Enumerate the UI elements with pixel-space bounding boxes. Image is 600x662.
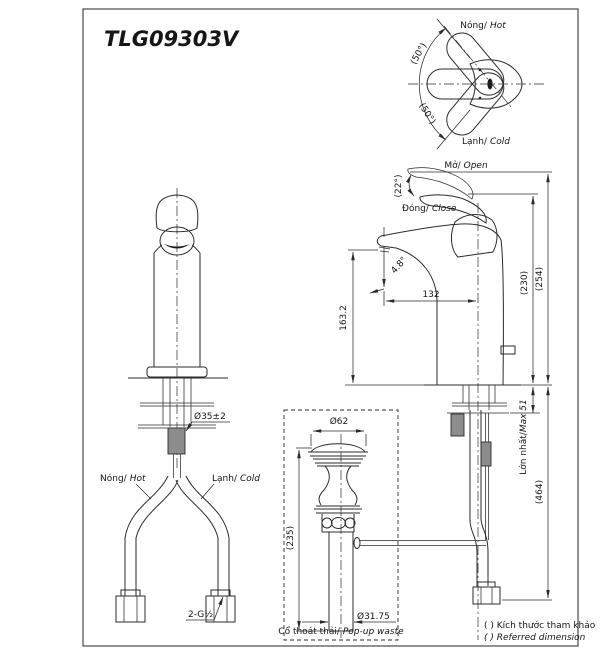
- supply-hoses-front: [115, 475, 236, 623]
- dim-max51: Lớn nhất/Max 51: [510, 386, 540, 475]
- handle-knob: [155, 194, 199, 233]
- pivot-mark-top: [478, 68, 482, 72]
- svg-text:163.2: 163.2: [339, 305, 349, 331]
- water-stream: [369, 227, 386, 294]
- rod-ball: [353, 537, 361, 549]
- hot-leader: [135, 483, 152, 500]
- top-view-hot-label: Nóng/Hot: [460, 20, 506, 31]
- popup-dashed-border: [283, 409, 399, 641]
- rod-clip: [480, 441, 492, 467]
- svg-text:(464): (464): [535, 480, 545, 504]
- svg-text:Ø62: Ø62: [330, 416, 349, 427]
- cold-leader: [200, 483, 215, 500]
- mounting-nut-side: [450, 413, 465, 437]
- handle-closed: [419, 194, 487, 224]
- rotation-arc: [418, 27, 447, 141]
- plug-dome: [310, 443, 366, 453]
- dim-235: (235): [286, 447, 326, 632]
- side-view: Mở/Open Đóng/Close (22°) 4.8° 132 163.2: [339, 160, 552, 640]
- faucet-front-outline: [128, 194, 228, 478]
- top-view-centerline-diag: [443, 25, 512, 108]
- handle-angle-label: (22°): [394, 175, 404, 198]
- shank-cylinder: [167, 427, 186, 455]
- top-view: Nóng/Hot Lạnh/Cold (50°) (50°): [408, 18, 546, 150]
- dim-254: (254): [410, 171, 552, 386]
- hot-hose: [124, 475, 179, 596]
- side-view-below-deck: [424, 384, 521, 605]
- dim-3175: Ø31.75: [302, 611, 396, 624]
- overflow-hole-right: [344, 517, 356, 529]
- open-label: Mở/Open: [444, 160, 488, 171]
- spout-opening: [164, 244, 190, 249]
- note-line1: ( ) Kích thước tham khảo: [484, 620, 596, 631]
- lift-rod: [485, 413, 489, 540]
- hot-hose-nut: [115, 595, 146, 623]
- overflow-hole-center: [331, 517, 346, 529]
- svg-text:Ø31.75: Ø31.75: [357, 611, 390, 622]
- hose-collar-side: [476, 581, 496, 588]
- spout-angle-label: 4.8°: [389, 255, 409, 276]
- close-label: Đóng/Close: [402, 203, 457, 214]
- waste-tube: [328, 532, 354, 632]
- angle-upper-label: (50°): [409, 42, 429, 67]
- dim-163: 163.2: [339, 249, 430, 386]
- popup-lift-knob: [500, 345, 516, 355]
- notes: ( ) Kích thước tham khảo ( ) Referred di…: [484, 620, 596, 643]
- product-code: TLG09303V: [104, 27, 240, 51]
- rotation-ext-lower: [436, 109, 471, 150]
- cold-hose-nut: [205, 595, 236, 623]
- spout-collar: [159, 226, 195, 256]
- border-frame: [82, 8, 579, 647]
- svg-text:(230): (230): [520, 271, 530, 295]
- front-hot-label: Nóng/Hot: [100, 473, 146, 484]
- popup-waste-drawing: [308, 443, 486, 632]
- overflow-hole-left: [321, 517, 333, 529]
- thread-label: 2-G½: [186, 596, 224, 621]
- svg-text:(235): (235): [286, 526, 296, 550]
- dim-230: (230): [468, 193, 538, 384]
- svg-text:2-G½: 2-G½: [188, 610, 213, 620]
- note-line2: ( ) Referred dimension: [484, 633, 586, 643]
- svg-text:(254): (254): [535, 267, 545, 291]
- cold-hose: [175, 475, 230, 596]
- svg-text:132: 132: [422, 290, 439, 300]
- svg-text:Lớn nhất/Max 51: Lớn nhất/Max 51: [518, 399, 529, 475]
- front-cold-label: Lạnh/Cold: [212, 474, 260, 484]
- dim-464: (464): [502, 386, 552, 601]
- dim-hole: Ø35±2: [185, 411, 230, 432]
- top-view-cold-label: Lạnh/Cold: [462, 137, 510, 147]
- popup-label: Cổ thoát thải/Pop-up waste: [278, 626, 404, 637]
- front-view: Ø35±2 Nóng/Hot Lạnh/Cold 2-G½: [100, 188, 260, 623]
- popup-rod: [360, 540, 486, 546]
- handle-angle-arc: [405, 174, 415, 197]
- dim-62: Ø62: [310, 416, 367, 446]
- pivot-dot: [487, 78, 493, 90]
- handle-pivot-cap: [469, 59, 523, 109]
- hose-nut-side: [472, 586, 501, 605]
- dim-132: 132: [383, 290, 477, 306]
- angle-lower-label: (50°): [416, 102, 437, 127]
- handle-base: [450, 214, 498, 258]
- popup-waste-box: Ø62 (235) Ø31.75 Cổ thoát thải/Pop-up wa…: [278, 409, 486, 641]
- base-flange: [146, 366, 208, 378]
- rotation-ext-upper: [436, 18, 471, 59]
- supply-hose-side: [469, 410, 489, 586]
- svg-text:Ø35±2: Ø35±2: [194, 411, 226, 422]
- pivot-mark-bottom: [478, 96, 482, 100]
